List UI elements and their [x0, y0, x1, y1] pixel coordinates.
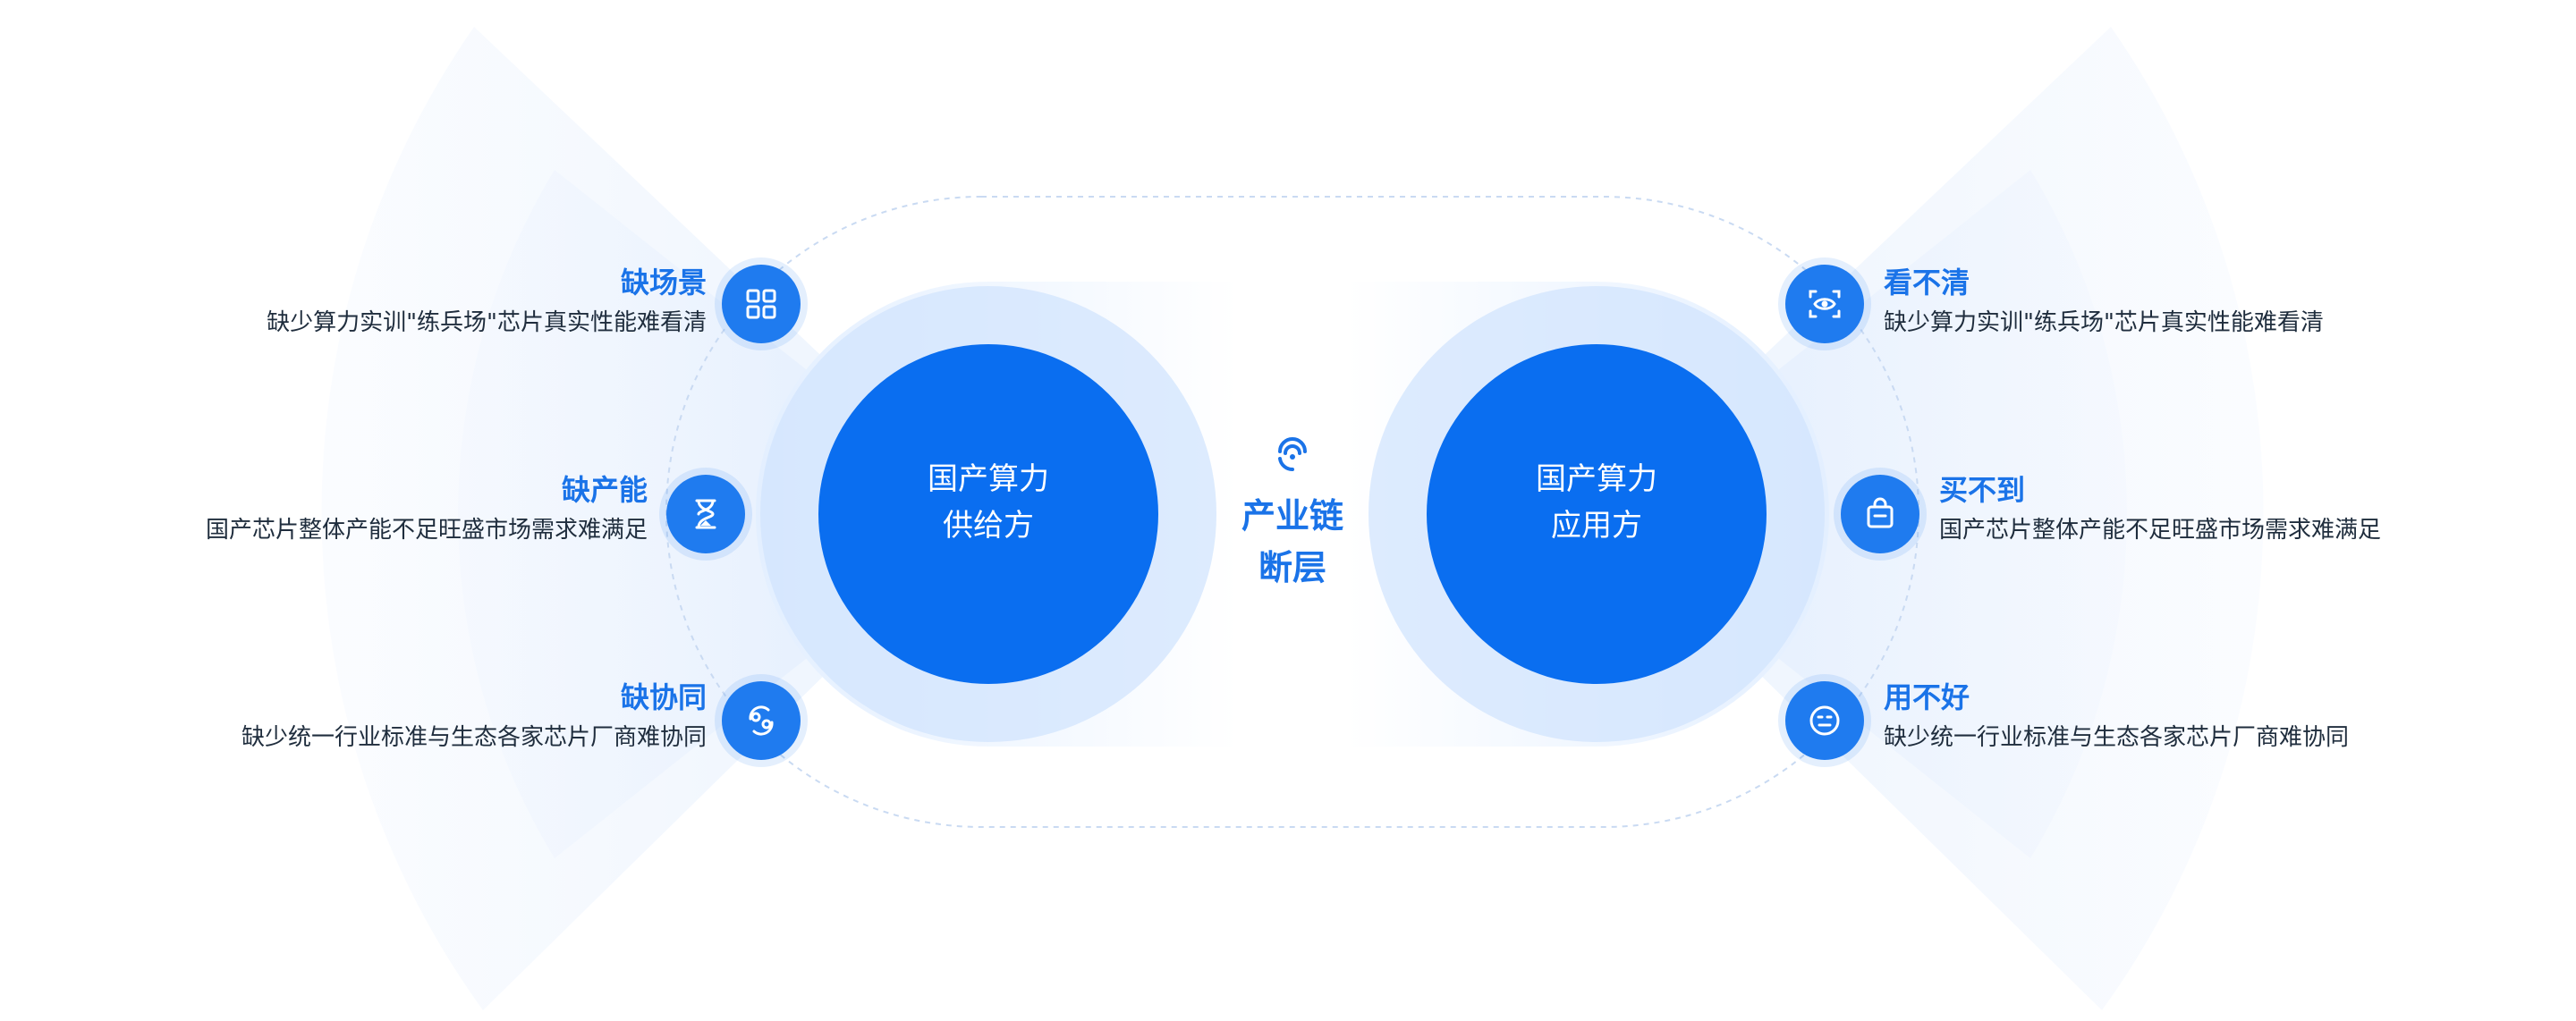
right-item-desc: 缺少统一行业标准与生态各家芯片厂商难协同 [1884, 724, 2350, 751]
left-icon-badge-3 [722, 681, 801, 760]
neutral-face-icon [1809, 705, 1840, 736]
left-item-3: 缺协同 缺少统一行业标准与生态各家芯片厂商难协同 [242, 679, 707, 753]
left-item-desc: 缺少算力实训"练兵场"芯片真实性能难看清 [267, 309, 707, 336]
left-icon-badge-1 [722, 265, 801, 343]
center-label: 产业链 断层 [1203, 490, 1382, 594]
right-item-1: 看不清 缺少算力实训"练兵场"芯片真实性能难看清 [1884, 265, 2324, 338]
right-icon-badge-1 [1785, 265, 1864, 343]
supplier-label: 国产算力 供给方 [854, 456, 1123, 549]
left-item-title: 缺产能 [561, 473, 648, 507]
left-item-2: 缺产能 国产芯片整体产能不足旺盛市场需求难满足 [206, 472, 648, 545]
right-icon-badge-2 [1841, 475, 1919, 553]
right-icon-badge-3 [1785, 681, 1864, 760]
hourglass-icon [695, 499, 716, 529]
left-item-title: 缺协同 [620, 680, 707, 714]
right-item-title: 看不清 [1884, 266, 1970, 300]
left-item-desc: 缺少统一行业标准与生态各家芯片厂商难协同 [241, 724, 707, 751]
center-line2: 断层 [1258, 548, 1326, 587]
center-line1: 产业链 [1241, 496, 1343, 536]
supplier-line1: 国产算力 [928, 461, 1049, 497]
collaboration-icon [749, 705, 774, 736]
grid-icon [746, 289, 776, 319]
consumer-line2: 应用方 [1551, 508, 1642, 544]
left-item-title: 缺场景 [620, 266, 707, 300]
consumer-line1: 国产算力 [1536, 461, 1657, 497]
supplier-line2: 供给方 [943, 508, 1034, 544]
right-item-desc: 国产芯片整体产能不足旺盛市场需求难满足 [1939, 517, 2382, 544]
consumer-label: 国产算力 应用方 [1462, 456, 1731, 549]
shopping-bag-icon [1867, 497, 1894, 528]
right-item-3: 用不好 缺少统一行业标准与生态各家芯片厂商难协同 [1884, 679, 2349, 753]
consumer-circle [1427, 344, 1767, 684]
right-item-2: 买不到 国产芯片整体产能不足旺盛市场需求难满足 [1939, 472, 2381, 545]
left-item-desc: 国产芯片整体产能不足旺盛市场需求难满足 [205, 517, 648, 544]
right-item-title: 买不到 [1939, 473, 2026, 507]
eye-scan-icon [1809, 290, 1841, 318]
left-item-1: 缺场景 缺少算力实训"练兵场"芯片真实性能难看清 [267, 265, 707, 338]
broken-chain-icon [1278, 437, 1307, 472]
supplier-circle [818, 344, 1158, 684]
right-item-title: 用不好 [1884, 680, 1970, 714]
right-item-desc: 缺少算力实训"练兵场"芯片真实性能难看清 [1884, 309, 2324, 336]
left-icon-badge-2 [666, 475, 745, 553]
